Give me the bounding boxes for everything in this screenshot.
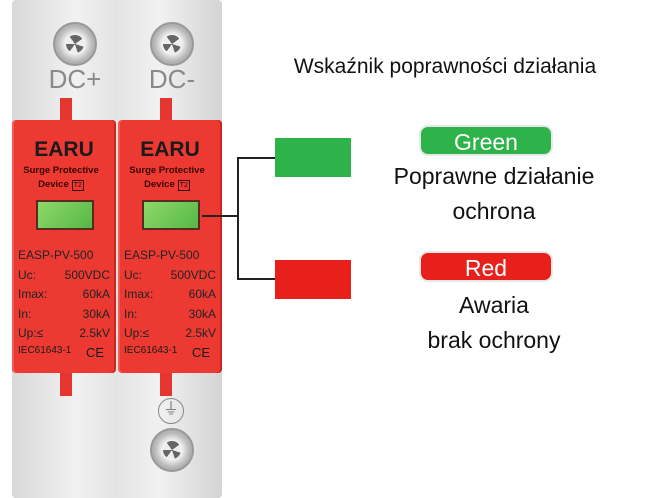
title: Wskaźnik poprawności działania [293,55,597,78]
specs: EASP-PV-500 Uc:500VDC Imax:60kA In:30kA … [18,248,110,340]
status-window [142,200,200,230]
status-window [36,200,94,230]
terminal-label-dc-plus: DC+ [48,64,102,94]
green-label: Green [419,125,553,156]
connector-tab [60,98,72,124]
screw-icon [53,22,97,66]
brand: EARU [34,138,94,161]
terminal-label-dc-minus: DC- [148,64,196,94]
connector-line [237,278,275,280]
green-indicator-swatch [275,138,351,177]
connector-line [202,215,238,217]
ground-icon: ⏚ [158,398,184,424]
red-description: Awaria [459,292,529,318]
red-label: Red [419,251,553,282]
red-indicator-swatch [275,260,351,299]
screw-icon [150,428,194,472]
connector-tab [60,370,72,396]
brand: EARU [140,138,200,161]
specs: EASP-PV-500 Uc:500VDC Imax:60kA In:30kA … [124,248,216,340]
screw-icon [150,22,194,66]
connector-tab [160,98,172,124]
green-description: Poprawne działanie [393,163,595,189]
connector-line [237,157,275,159]
red-description-2: brak ochrony [427,327,561,353]
connector-tab [160,370,172,396]
connector-line [237,157,239,279]
green-description-2: ochrona [452,198,536,224]
